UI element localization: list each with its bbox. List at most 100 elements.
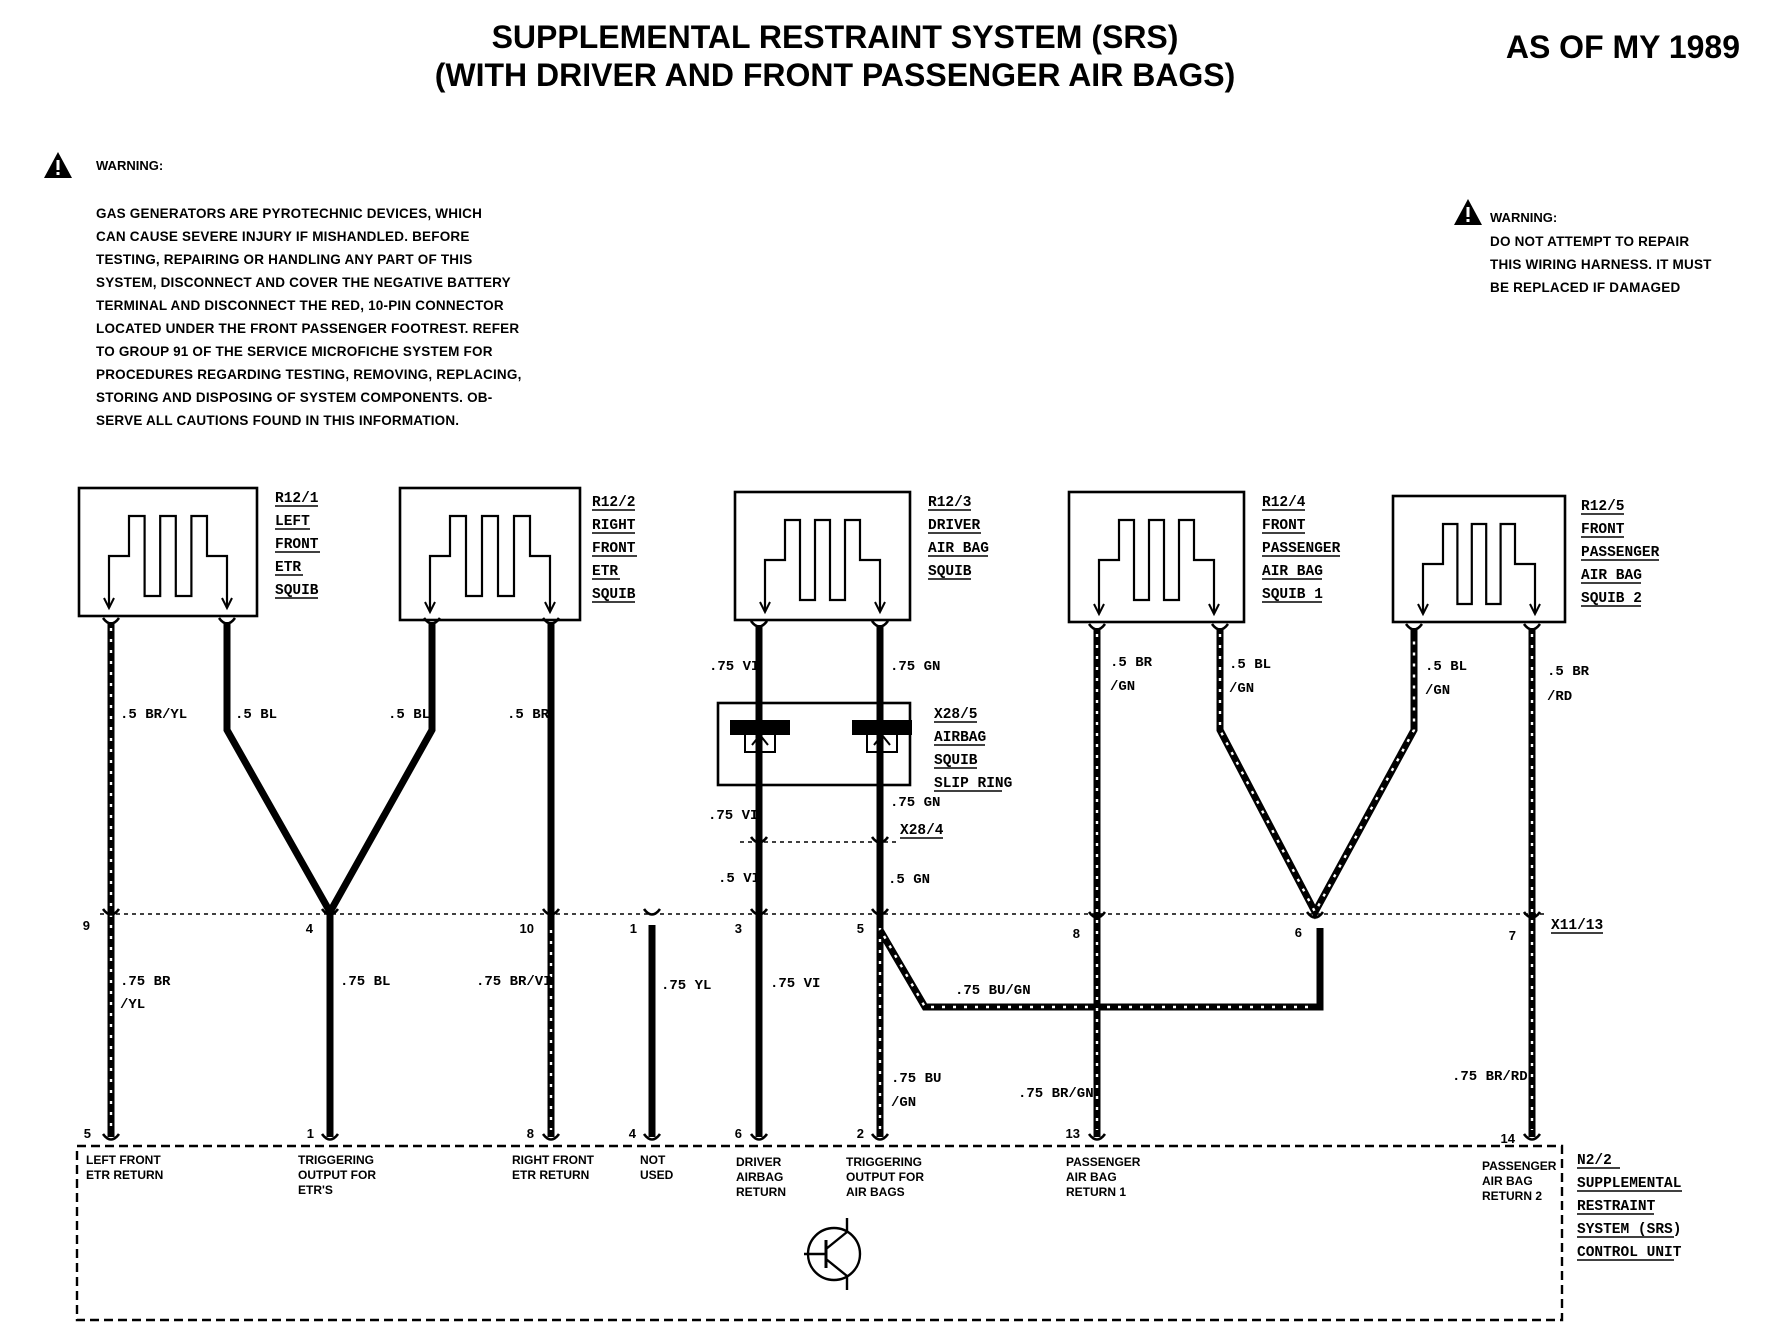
connector-contact-marker	[749, 620, 769, 628]
connector-contact-marker	[870, 620, 890, 628]
wire-harness	[107, 622, 1536, 1137]
wire-label-bu-gn-a: .75 BU	[891, 1071, 941, 1087]
label-r12-3-line-4: SQUIB	[928, 564, 972, 580]
connector-contact-marker	[217, 617, 237, 625]
pin-x11-10: 10	[520, 921, 534, 936]
ecu-terminal-passenger-air-bag-return-1: PASSENGER AIR BAG RETURN 1	[1066, 1155, 1141, 1199]
ecu-terminal-left-front-etr-return: LEFT FRONT ETR RETURN	[86, 1153, 163, 1182]
label-x28-5-line-2: AIRBAG	[934, 730, 986, 746]
ecu-terminal-8-line-3: RETURN 2	[1482, 1189, 1542, 1203]
label-r12-1: R12/1 LEFT FRONT ETR SQUIB	[275, 491, 320, 599]
wire-label-bu-gn-b: /GN	[891, 1095, 916, 1111]
model-year-label: AS OF MY 1989	[1506, 29, 1740, 65]
control-unit-n2-2-box	[75, 1144, 1564, 1322]
wire-label-br-gn-b: /GN	[1110, 679, 1135, 695]
label-r12-5-line-3: PASSENGER	[1581, 545, 1660, 561]
ecu-pin-6: 6	[735, 1126, 742, 1141]
connector-contact-marker	[101, 1133, 121, 1141]
pin-x11-7: 7	[1509, 928, 1516, 943]
pin-x11-6: 6	[1295, 925, 1302, 940]
ecu-terminal-triggering-output-etrs: TRIGGERING OUTPUT FOR ETR'S	[298, 1153, 376, 1197]
label-x28-5: X28/5 AIRBAG SQUIB SLIP RING	[934, 707, 1012, 792]
warning-left-line-6: LOCATED UNDER THE FRONT PASSENGER FOOTRE…	[96, 321, 519, 336]
wire-label-bl-gn-b: /GN	[1229, 681, 1254, 697]
connector-contact-marker	[870, 1133, 890, 1141]
connector-contact-marker	[870, 908, 890, 916]
warning-right: WARNING: DO NOT ATTEMPT TO REPAIR THIS W…	[1454, 199, 1712, 295]
connector-contact-marker	[749, 1133, 769, 1141]
warning-left-line-5: TERMINAL AND DISCONNECT THE RED, 10-PIN …	[96, 298, 504, 313]
connector-contact-marker	[1522, 623, 1542, 631]
squib-box-r12-3	[733, 490, 912, 622]
label-r12-1-line-2: LEFT	[275, 514, 310, 530]
connector-contact-marker	[1305, 911, 1325, 919]
pin-x11-9: 9	[83, 918, 90, 933]
connector-contact-marker	[1522, 1133, 1542, 1141]
wire-label-vi-1: .75 VI	[709, 659, 759, 675]
ecu-terminal-6-line-2: OUTPUT FOR	[846, 1170, 924, 1184]
wire-label-vi-2: .75 VI	[708, 808, 758, 824]
ecu-terminal-2-line-1: TRIGGERING	[298, 1153, 374, 1167]
wire-bl-etr	[223, 622, 436, 920]
label-r12-2-line-4: ETR	[592, 564, 618, 580]
squib-box-r12-5	[1391, 494, 1567, 624]
connector-contact-marker	[870, 836, 890, 844]
transistor-icon	[804, 1218, 862, 1290]
pin-x11-5: 5	[857, 921, 864, 936]
ecu-terminal-6-line-3: AIR BAGS	[846, 1185, 905, 1199]
warning-left-line-7: TO GROUP 91 OF THE SERVICE MICROFICHE SY…	[96, 344, 493, 359]
wire-label-bl-gn-c: .5 BL	[1425, 659, 1467, 675]
wire-label-gn-2: .75 GN	[890, 795, 940, 811]
label-r12-2-line-1: R12/2	[592, 495, 636, 511]
connector-contact-marker	[101, 617, 121, 625]
ecu-terminal-3-line-2: ETR RETURN	[512, 1168, 589, 1182]
label-x28-5-line-4: SLIP RING	[934, 776, 1012, 792]
ecu-terminal-6-line-1: TRIGGERING	[846, 1155, 922, 1169]
wire-label-yl-075: .75 YL	[661, 978, 711, 994]
label-r12-1-line-4: ETR	[275, 560, 301, 576]
wire-label-vi-3: .5 VI	[718, 871, 760, 887]
title-line-2: (WITH DRIVER AND FRONT PASSENGER AIR BAG…	[435, 57, 1236, 93]
label-r12-4-line-1: R12/4	[1262, 495, 1306, 511]
ecu-terminal-2-line-2: OUTPUT FOR	[298, 1168, 376, 1182]
label-n2-2-line-5: CONTROL UNIT	[1577, 1245, 1682, 1261]
wire-label-br-gn-a: .5 BR	[1110, 655, 1153, 671]
connector-contact-marker	[541, 908, 561, 916]
ecu-terminal-2-line-3: ETR'S	[298, 1183, 333, 1197]
label-r12-5-line-1: R12/5	[1581, 499, 1625, 515]
ecu-terminal-7-line-3: RETURN 1	[1066, 1185, 1126, 1199]
label-r12-3-line-1: R12/3	[928, 495, 972, 511]
label-n2-2: N2/2 SUPPLEMENTAL RESTRAINT SYSTEM (SRS)…	[1577, 1153, 1682, 1261]
label-r12-4: R12/4 FRONT PASSENGER AIR BAG SQUIB 1	[1262, 495, 1341, 603]
label-r12-5: R12/5 FRONT PASSENGER AIR BAG SQUIB 2	[1581, 499, 1660, 607]
ecu-terminal-8-line-1: PASSENGER	[1482, 1159, 1557, 1173]
wire-label-bu-gn-075: .75 BU/GN	[955, 983, 1031, 999]
ecu-pin-8: 8	[527, 1126, 534, 1141]
label-r12-4-line-3: PASSENGER	[1262, 541, 1341, 557]
label-r12-5-line-4: AIR BAG	[1581, 568, 1642, 584]
ecu-terminal-right-front-etr-return: RIGHT FRONT ETR RETURN	[512, 1153, 595, 1182]
label-r12-1-line-1: R12/1	[275, 491, 319, 507]
connector-contact-marker	[1404, 623, 1424, 631]
connector-contact-marker	[541, 1133, 561, 1141]
connector-contact-marker	[1210, 623, 1230, 631]
label-r12-1-line-5: SQUIB	[275, 583, 319, 599]
label-r12-3-line-3: AIR BAG	[928, 541, 989, 557]
ecu-terminal-triggering-output-air-bags: TRIGGERING OUTPUT FOR AIR BAGS	[846, 1155, 924, 1199]
warning-right-line-3: BE REPLACED IF DAMAGED	[1490, 280, 1680, 295]
label-x28-5-line-3: SQUIB	[934, 753, 978, 769]
warning-right-line-1: DO NOT ATTEMPT TO REPAIR	[1490, 234, 1689, 249]
wire-label-br-rd-b: /RD	[1547, 689, 1572, 705]
connector-contact-marker	[1087, 911, 1107, 919]
pin-x11-8: 8	[1073, 926, 1080, 941]
wire-label-br-yl: .5 BR/YL	[120, 707, 187, 723]
wire-label-br: .5 BR	[507, 707, 550, 723]
wire-label-gn-3: .5 GN	[888, 872, 930, 888]
connector-contact-marker	[101, 908, 121, 916]
ecu-terminal-7-line-2: AIR BAG	[1066, 1170, 1117, 1184]
slip-ring-x28-5	[716, 701, 912, 787]
label-x28-4: X28/4	[900, 823, 944, 839]
label-r12-4-line-5: SQUIB 1	[1262, 587, 1323, 603]
label-r12-1-line-3: FRONT	[275, 537, 319, 553]
